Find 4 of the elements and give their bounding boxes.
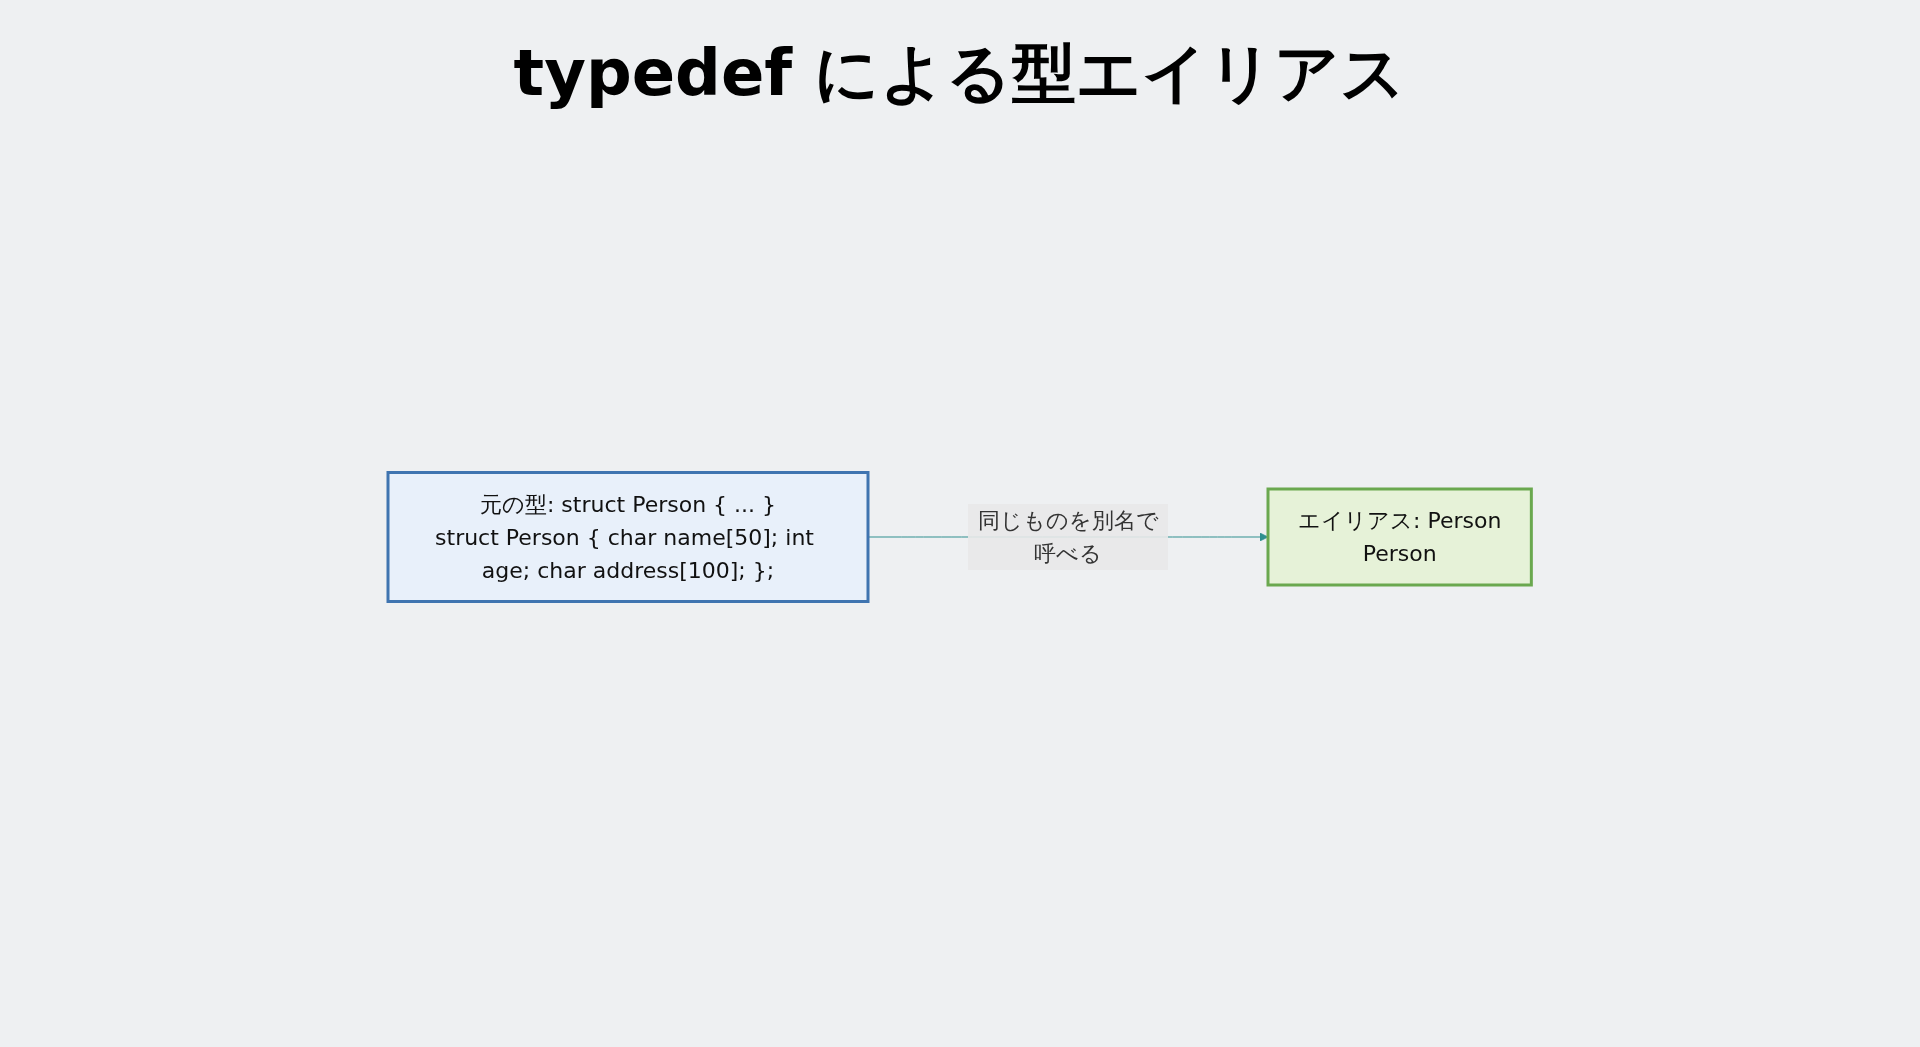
node-box: エイリアス: Person Person — [1266, 487, 1534, 587]
edge-label: 同じものを別名で呼べる — [977, 508, 1159, 566]
node-box: 元の型: struct Person { ... } struct Person { char name[50]; int age; char address[100]; }; — [386, 471, 870, 603]
title: typedef による型エイリアス — [512, 35, 1408, 112]
